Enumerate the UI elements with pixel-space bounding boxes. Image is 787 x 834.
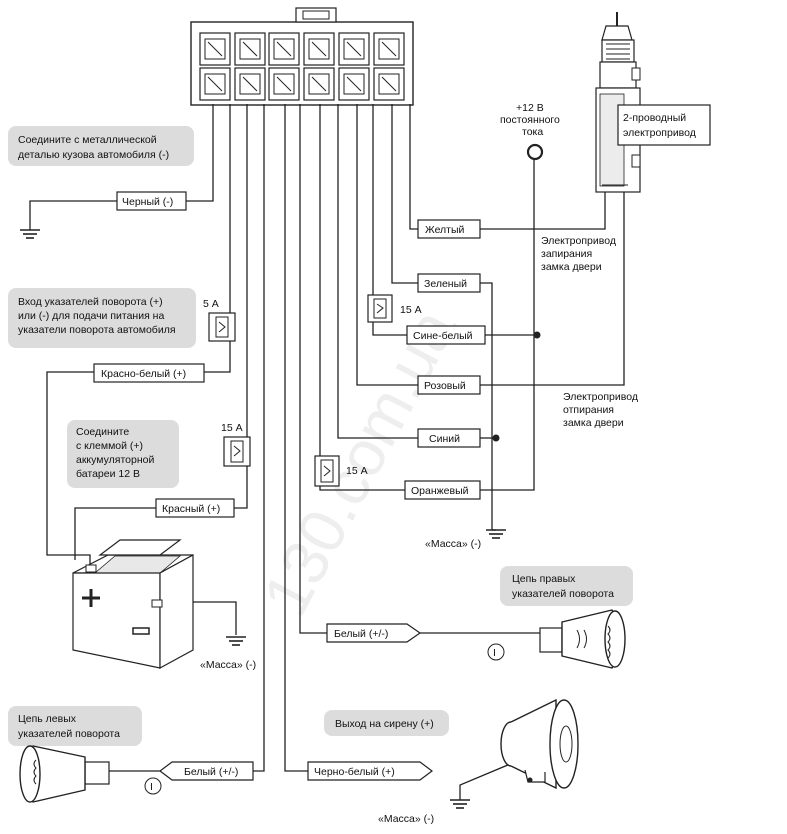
svg-text:Цепь левых: Цепь левых	[18, 713, 77, 725]
note-battery: Соедините с клеммой (+) аккумуляторной б…	[67, 420, 179, 488]
plus12-label-2: постоянного	[500, 114, 560, 126]
svg-text:I: I	[493, 647, 496, 659]
fuse-15a-bluewhite-label: 15 А	[400, 304, 422, 316]
svg-text:Красный (+): Красный (+)	[162, 503, 220, 515]
svg-text:Черный (-): Черный (-)	[122, 196, 173, 208]
connector-pin-icon	[268, 32, 300, 66]
terminal-circle-icon	[526, 143, 544, 161]
wire-label-green: Зеленый	[417, 273, 481, 293]
svg-text:батареи 12 В: батареи 12 В	[76, 468, 140, 480]
svg-text:Соедините с металлической: Соедините с металлической	[18, 134, 157, 146]
lock-actuator-label-2: запирания	[541, 248, 592, 260]
connector-pin-icon	[199, 67, 231, 101]
junction-dot	[492, 434, 500, 442]
connector-pin-icon	[303, 67, 335, 101]
connector-pin-icon	[338, 67, 370, 101]
svg-text:указатели поворота автомобиля: указатели поворота автомобиля	[18, 324, 176, 336]
note-turn-input: Вход указателей поворота (+) или (-) для…	[8, 288, 196, 348]
junction-dot	[533, 331, 541, 339]
watermark: 130.com.ua	[249, 297, 470, 626]
svg-text:Сине-белый: Сине-белый	[413, 330, 473, 342]
connector-pin-icon	[373, 32, 405, 66]
svg-text:Цепь правых: Цепь правых	[512, 573, 576, 585]
mass-label-2: «Масса» (-)	[200, 659, 256, 671]
svg-text:Зеленый: Зеленый	[424, 278, 467, 290]
note-right-turn: Цепь правых указателей поворота	[500, 566, 633, 606]
svg-text:электропривод: электропривод	[623, 127, 696, 139]
lock-actuator-label-1: Электропривод	[541, 235, 616, 247]
svg-text:аккумуляторной: аккумуляторной	[76, 454, 154, 466]
door-lock-actuator-icon	[595, 12, 641, 193]
svg-text:2-проводный: 2-проводный	[623, 112, 686, 124]
svg-text:или (-) для подачи питания на: или (-) для подачи питания на	[18, 310, 164, 322]
unlock-actuator-label-2: отпирания	[563, 404, 614, 416]
connector-pin-icon	[234, 67, 266, 101]
svg-text:Вход указателей поворота (+): Вход указателей поворота (+)	[18, 296, 163, 308]
mass-label-1: «Масса» (-)	[425, 538, 481, 550]
wire-label-blue-white: Сине-белый	[406, 325, 486, 345]
ground-icon	[486, 529, 506, 539]
svg-text:Черно-белый (+): Черно-белый (+)	[314, 766, 395, 778]
battery-icon	[72, 539, 194, 670]
wire-label-pink: Розовый	[417, 375, 481, 395]
connector-pin-icon	[373, 67, 405, 101]
svg-text:Красно-белый (+): Красно-белый (+)	[101, 368, 186, 380]
note-siren: Выход на сирену (+)	[324, 710, 449, 736]
connector-pin-icon	[268, 67, 300, 101]
fuse-15a-red-label: 15 А	[221, 422, 243, 434]
connector-icon	[190, 7, 414, 106]
unlock-actuator-label-1: Электропривод	[563, 391, 638, 403]
note-left-turn: Цепь левых указателей поворота	[8, 706, 142, 746]
svg-text:указателей поворота: указателей поворота	[512, 588, 614, 600]
svg-text:Оранжевый: Оранжевый	[411, 485, 469, 497]
lamp-icon: I	[19, 745, 162, 803]
svg-text:Выход на сирену (+): Выход на сирену (+)	[335, 718, 434, 730]
wire-label-red: Красный (+)	[155, 498, 235, 518]
connector-pin-icon	[303, 32, 335, 66]
svg-text:Соедините: Соедините	[76, 426, 129, 438]
wire-label-blue: Синий	[417, 428, 481, 448]
svg-text:Белый (+/-): Белый (+/-)	[184, 766, 238, 778]
wire-label-black: Черный (-)	[116, 191, 187, 211]
wire-label-yellow: Желтый	[417, 219, 481, 239]
fuse-15a-orange-label: 15 А	[346, 465, 368, 477]
wire-label-black-white: Черно-белый (+)	[307, 761, 433, 781]
fuse-icon	[208, 312, 236, 342]
ground-icon	[450, 799, 470, 809]
svg-text:деталью кузова автомобиля (-): деталью кузова автомобиля (-)	[18, 149, 169, 161]
siren-icon	[500, 698, 579, 790]
fuse-icon	[314, 455, 340, 487]
wire-label-white-right: Белый (+/-)	[326, 623, 422, 643]
svg-text:I: I	[150, 781, 153, 793]
wire-label-white-left: Белый (+/-)	[159, 761, 254, 781]
svg-text:указателей поворота: указателей поворота	[18, 728, 120, 740]
svg-text:Розовый: Розовый	[424, 380, 466, 392]
fuse-5a-label: 5 А	[203, 298, 219, 310]
svg-text:Синий: Синий	[429, 433, 460, 445]
plus12-label-1: +12 В	[516, 102, 544, 114]
wire-label-red-white: Красно-белый (+)	[93, 363, 205, 383]
note-connect-body: Соедините с металлической деталью кузова…	[8, 126, 194, 166]
ground-icon	[20, 229, 40, 239]
plus12-label-3: тока	[522, 126, 543, 138]
unlock-actuator-label-3: замка двери	[563, 417, 624, 429]
lamp-icon: I	[420, 609, 626, 669]
svg-text:с клеммой (+): с клеммой (+)	[76, 440, 143, 452]
connector-pin-icon	[199, 32, 231, 66]
ground-icon	[226, 636, 246, 646]
svg-text:Желтый: Желтый	[425, 224, 465, 236]
lock-actuator-label-3: замка двери	[541, 261, 602, 273]
note-2wire-actuator: 2-проводный электропривод	[617, 104, 711, 146]
connector-pin-icon	[234, 32, 266, 66]
fuse-icon	[367, 294, 393, 323]
fuse-icon	[223, 436, 251, 467]
wire-label-orange: Оранжевый	[404, 480, 481, 500]
svg-text:Белый (+/-): Белый (+/-)	[334, 628, 388, 640]
mass-label-3: «Масса» (-)	[378, 813, 434, 825]
connector-pin-icon	[338, 32, 370, 66]
